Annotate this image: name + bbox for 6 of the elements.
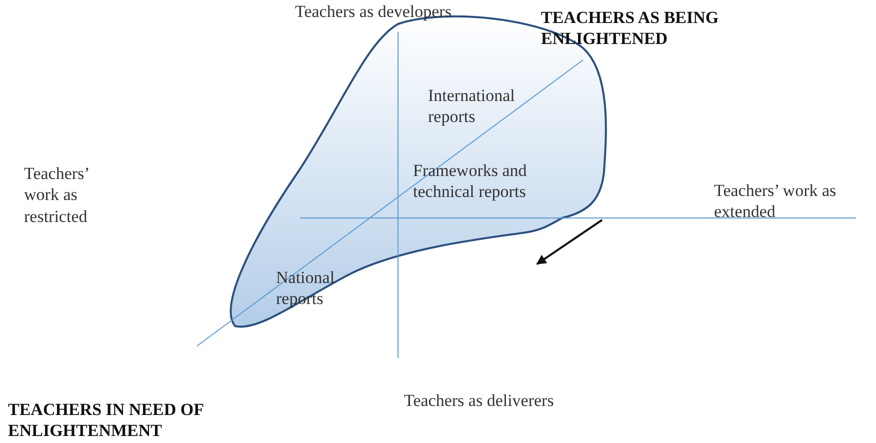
- axis-label: Teachers’ work as restricted: [24, 163, 90, 227]
- axis-label: Teachers as deliverers: [404, 390, 555, 412]
- axis-label: Teachers’ work as extended: [714, 180, 838, 222]
- axis-label: Teachers as developers: [295, 1, 452, 22]
- quadrant-label: TEACHERS IN NEED OF ENLIGHTENMENT: [8, 399, 204, 442]
- region-label: International reports: [428, 85, 516, 128]
